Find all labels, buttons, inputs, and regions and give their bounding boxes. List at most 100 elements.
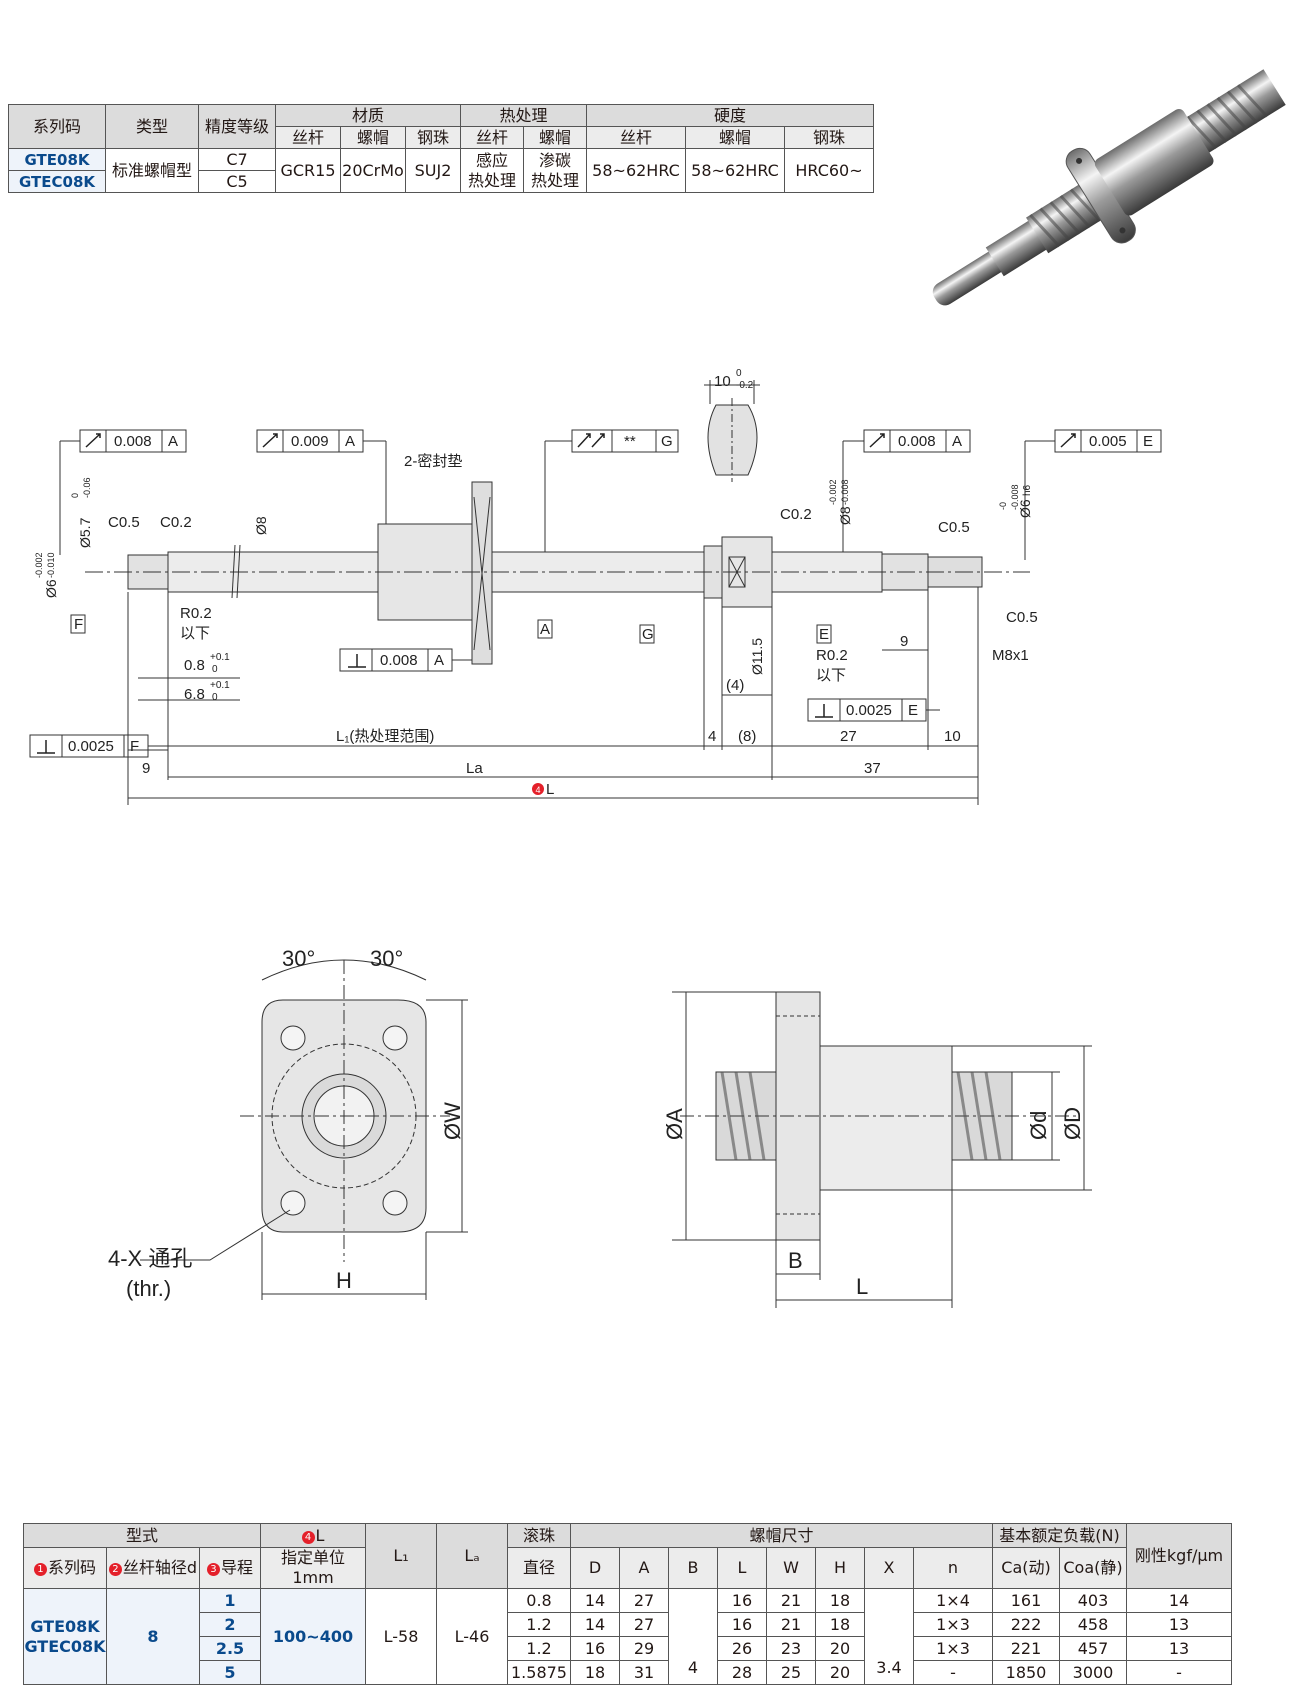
A-2: 27 [619, 1612, 669, 1637]
stiff-1: 14 [1126, 1588, 1232, 1613]
tol-datum-8: F [130, 738, 139, 755]
L-1: 16 [717, 1588, 767, 1613]
hardness-screw: 58~62HRC [586, 148, 686, 193]
stiff-4: - [1126, 1660, 1232, 1685]
coa-4: 3000 [1059, 1660, 1127, 1685]
table-row: 2.5 1.2 16 29 26 23 20 1×3 221 457 13 [24, 1636, 1232, 1661]
r02-left: R0.2 [180, 605, 212, 622]
tol-datum-4: A [952, 433, 962, 450]
marker-4-label: 4 [535, 785, 540, 795]
dim-68: 6.8 [184, 686, 205, 703]
B-value: 4 [668, 1588, 718, 1685]
col-nut: 螺帽尺寸 [570, 1523, 993, 1548]
ca-2: 222 [992, 1612, 1060, 1637]
dim-d: Ød [1026, 1111, 1051, 1140]
L-2: 16 [717, 1612, 767, 1637]
dim-68-tol-upper: +0.1 [210, 680, 230, 691]
dim-27: 27 [840, 728, 857, 745]
sub-material-screw: 丝杆 [275, 126, 341, 149]
lead-4: 5 [199, 1660, 261, 1685]
angle-right: 30° [370, 946, 403, 971]
c02-mid: C0.2 [780, 506, 812, 523]
dim-d6h6: Ø6 [1017, 499, 1033, 518]
sub-heat-nut: 螺帽 [523, 126, 587, 149]
coa-1: 403 [1059, 1588, 1127, 1613]
datum-G: G [642, 626, 654, 643]
n-3: 1×3 [913, 1636, 993, 1661]
dim-d8b: Ø8 [837, 506, 853, 525]
col-n: n [913, 1547, 993, 1589]
product-photo [932, 69, 1286, 306]
col-L-sub: 指定单位1mm [260, 1547, 366, 1589]
num-4-icon: 4 [301, 1530, 315, 1544]
marker-4 [532, 783, 544, 795]
dim-08: 0.8 [184, 657, 205, 674]
tol-value-4: 0.008 [898, 433, 936, 450]
dim-W: ØW [440, 1102, 465, 1140]
tol-value-5: 0.005 [1089, 433, 1127, 450]
dim-68-tol-lower: 0 [212, 692, 218, 703]
dim-d8b-tol-lower: -0.008 [840, 479, 850, 505]
dim-d8: Ø8 [253, 516, 269, 535]
ca-4: 1850 [992, 1660, 1060, 1685]
col-load: 基本额定负载(N) [992, 1523, 1127, 1548]
datum-F: F [74, 616, 83, 633]
col-hardness: 硬度 [586, 104, 874, 127]
A-3: 29 [619, 1636, 669, 1661]
r02-right: R0.2 [816, 647, 848, 664]
dim-d6h6-suffix: h6 [1022, 484, 1033, 496]
m8-thread: M8x1 [992, 647, 1029, 664]
n-2: 1×3 [913, 1612, 993, 1637]
H-2: 18 [815, 1612, 865, 1637]
series-code-2: GTEC08K [8, 170, 106, 193]
material-nut: 20CrMo [340, 148, 406, 193]
flat-tol-lower: -0.2 [736, 380, 754, 391]
tol-datum-1: A [168, 433, 178, 450]
D-3: 16 [570, 1636, 620, 1661]
col-W: W [766, 1547, 816, 1589]
tol-value-8: 0.0025 [68, 738, 114, 755]
col-material: 材质 [275, 104, 461, 127]
dim-d115: Ø11.5 [749, 638, 765, 675]
X-value: 3.4 [864, 1588, 914, 1685]
col-stiff: 刚性kgf/μm [1126, 1523, 1232, 1589]
dim-4-paren: (4) [726, 677, 744, 694]
ca-1: 161 [992, 1588, 1060, 1613]
D-2: 14 [570, 1612, 620, 1637]
dim-D: ØD [1060, 1107, 1085, 1140]
col-D: D [570, 1547, 620, 1589]
n-4: - [913, 1660, 993, 1685]
col-L1: L₁ [365, 1523, 437, 1589]
stiff-3: 13 [1126, 1636, 1232, 1661]
col-model: 型式 [23, 1523, 261, 1548]
H-3: 20 [815, 1636, 865, 1661]
r02-right-under: 以下 [816, 667, 846, 684]
c02-left: C0.2 [160, 514, 192, 531]
material-ball: SUJ2 [405, 148, 461, 193]
ball-3: 1.2 [507, 1636, 571, 1661]
W-3: 23 [766, 1636, 816, 1661]
table-row: 2 1.2 14 27 16 21 18 1×3 222 458 13 [24, 1612, 1232, 1637]
dim-d6: Ø6 [43, 579, 59, 598]
L-3: 26 [717, 1636, 767, 1661]
lead-3: 2.5 [199, 1636, 261, 1661]
D-1: 14 [570, 1588, 620, 1613]
heat-screw: 感应热处理 [460, 148, 524, 193]
dim-9: 9 [142, 760, 150, 777]
dim-L: L [546, 781, 554, 798]
tol-value-1: 0.008 [114, 433, 152, 450]
sub-hardness-ball: 钢珠 [784, 126, 874, 149]
tol-value-3: ** [624, 433, 636, 450]
dim-d57-tol-lower: -0.06 [82, 477, 92, 498]
sub-hardness-nut: 螺帽 [685, 126, 785, 149]
dim-9-right: 9 [900, 633, 908, 650]
num-3-icon: 3 [206, 1563, 220, 1576]
col-ca: Ca(动) [992, 1547, 1060, 1589]
tol-datum-5: E [1143, 433, 1153, 450]
La-value: L-46 [436, 1588, 508, 1685]
dim-d57-tol-upper: 0 [70, 493, 80, 498]
